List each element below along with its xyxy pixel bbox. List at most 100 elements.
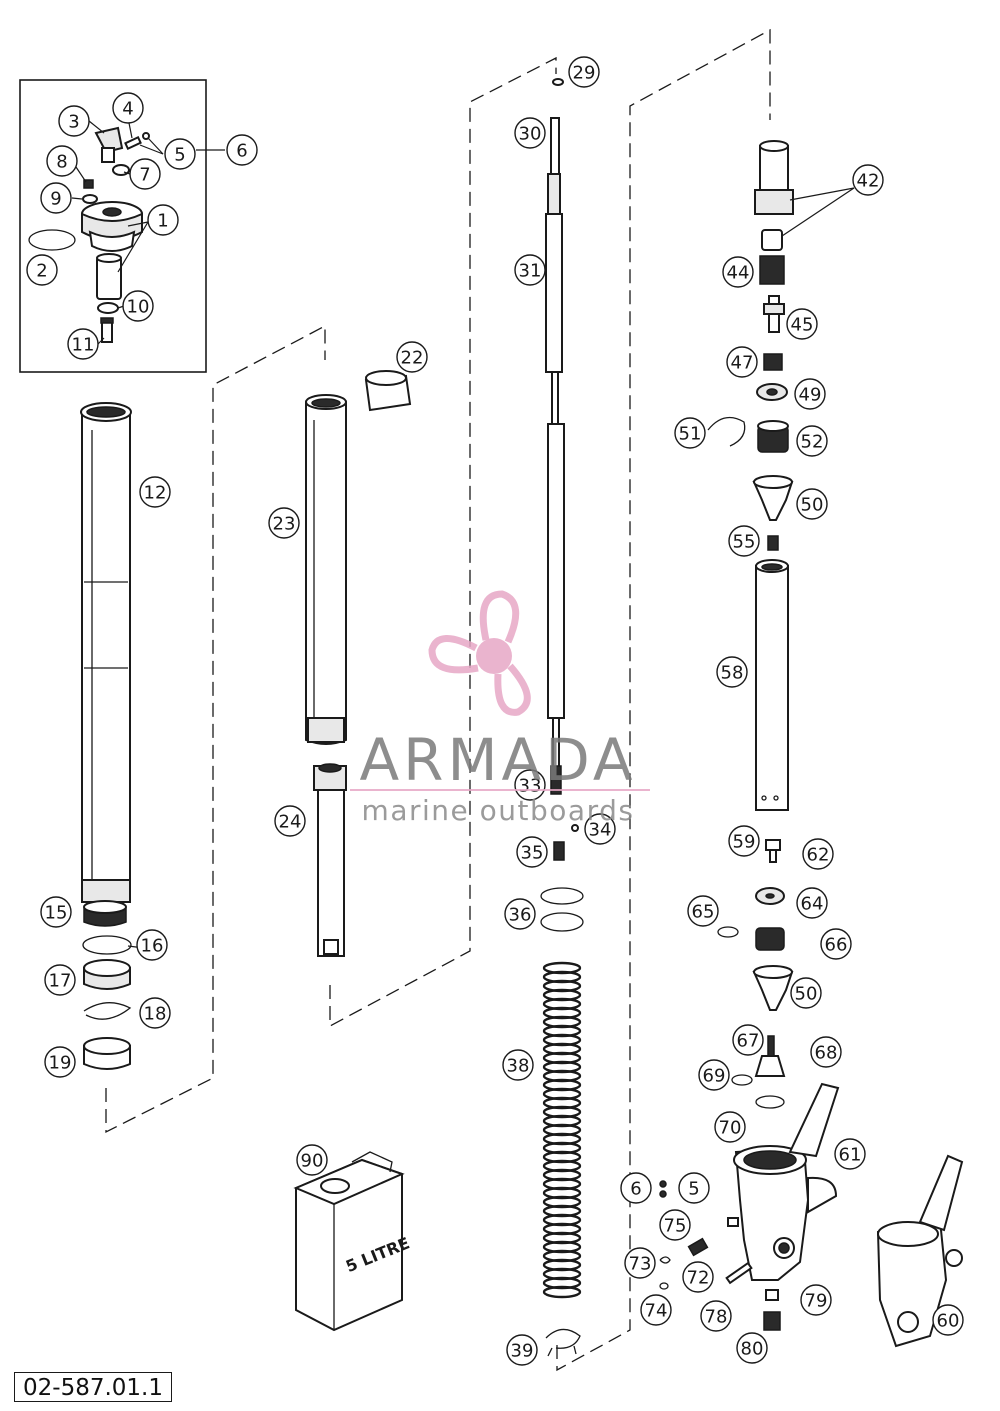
callout-circle [26, 254, 58, 286]
callout-number: 34 [589, 820, 612, 841]
callout-number: 69 [703, 1066, 726, 1087]
callout-circle [800, 1284, 832, 1316]
callout-30: 30 [514, 117, 546, 149]
callout-number: 33 [519, 776, 542, 797]
callout-number: 22 [401, 348, 424, 369]
seal-stack [82, 900, 132, 1070]
callout-number: 61 [839, 1145, 862, 1166]
callout-number: 59 [733, 832, 756, 853]
propeller-logo [428, 590, 531, 716]
callout-number: 45 [791, 315, 814, 336]
callout-number: 23 [273, 514, 296, 535]
callout-circle [44, 1046, 76, 1078]
callout-51: 51 [674, 417, 706, 449]
callout-circle [726, 346, 758, 378]
callout-52: 52 [796, 425, 828, 457]
callout-number: 78 [705, 1307, 728, 1328]
callout-circle [268, 507, 300, 539]
callout-circle [932, 1304, 964, 1336]
callout-number: 51 [679, 424, 702, 445]
callout-78: 78 [700, 1300, 732, 1332]
callout-circle [506, 1334, 538, 1366]
callout-circle [122, 290, 154, 322]
callout-circle [698, 1059, 730, 1091]
callout-35: 35 [516, 836, 548, 868]
callout-number: 6 [236, 141, 247, 162]
inner-tube-23 [305, 394, 347, 745]
callout-circle [722, 256, 754, 288]
callout-number: 79 [805, 1291, 828, 1312]
callout-70: 70 [714, 1111, 746, 1143]
callout-circle [624, 1247, 656, 1279]
callout-58: 58 [716, 656, 748, 688]
outer-tube-12 [80, 402, 132, 903]
callout-number: 64 [801, 894, 824, 915]
watermark-brand: ARMADA [359, 726, 636, 794]
callout-circle [802, 838, 834, 870]
callout-34: 34 [584, 813, 616, 845]
callout-circle [786, 308, 818, 340]
callout-circle [139, 997, 171, 1029]
callout-12: 12 [139, 476, 171, 508]
watermark: ARMADA marine outboards [350, 590, 650, 827]
callout-number: 24 [279, 812, 302, 833]
spring-coil [542, 1285, 582, 1299]
callout-number: 31 [519, 261, 542, 282]
callout-33: 33 [514, 769, 546, 801]
callout-number: 42 [857, 171, 880, 192]
callout-72: 72 [682, 1261, 714, 1293]
callout-44: 44 [722, 256, 754, 288]
callout-number: 74 [645, 1301, 668, 1322]
callout-8: 8 [46, 145, 78, 177]
callout-79: 79 [800, 1284, 832, 1316]
callout-31: 31 [514, 254, 546, 286]
callout-circle [820, 928, 852, 960]
callout-66: 66 [820, 928, 852, 960]
callout-number: 44 [727, 263, 750, 284]
callout-number: 6 [630, 1179, 641, 1200]
callout-6: 6 [620, 1172, 652, 1204]
callout-circle [504, 898, 536, 930]
callout-number: 18 [144, 1004, 167, 1025]
callout-10: 10 [122, 290, 154, 322]
callout-circle [67, 328, 99, 360]
callout-number: 9 [50, 189, 61, 210]
callout-19: 19 [44, 1046, 76, 1078]
callout-circle [584, 813, 616, 845]
callout-50: 50 [790, 977, 822, 1009]
callout-number: 39 [511, 1341, 534, 1362]
callout-circle [46, 145, 78, 177]
clip-39 [545, 1328, 581, 1357]
callout-number: 8 [56, 152, 67, 173]
callout-47: 47 [726, 346, 758, 378]
callout-circle [834, 1138, 866, 1170]
callout-number: 3 [68, 112, 79, 133]
damper-rod-assembly [545, 78, 579, 861]
callout-circle [796, 488, 828, 520]
callout-3: 3 [58, 105, 90, 137]
callout-number: 17 [49, 971, 72, 992]
callout-90: 90 [296, 1144, 328, 1176]
callout-circle [736, 1332, 768, 1364]
callout-number: 50 [801, 495, 824, 516]
callout-11: 11 [67, 328, 99, 360]
callout-circle [396, 341, 428, 373]
callout-64: 64 [796, 887, 828, 919]
callout-number: 73 [629, 1254, 652, 1275]
watermark-tagline: marine outboards [362, 794, 635, 827]
callout-circle [40, 896, 72, 928]
seal-36 [540, 887, 584, 932]
callout-circle [852, 164, 884, 196]
callout-number: 16 [141, 936, 164, 957]
callout-42: 42 [852, 164, 884, 196]
callout-39: 39 [506, 1334, 538, 1366]
callout-circle [568, 56, 600, 88]
callout-circle [112, 92, 144, 124]
callout-number: 19 [49, 1053, 72, 1074]
callout-number: 66 [825, 935, 848, 956]
callout-circle [296, 1144, 328, 1176]
callout-23: 23 [268, 507, 300, 539]
fork-foot-60 [876, 1154, 964, 1348]
callout-75: 75 [659, 1209, 691, 1241]
